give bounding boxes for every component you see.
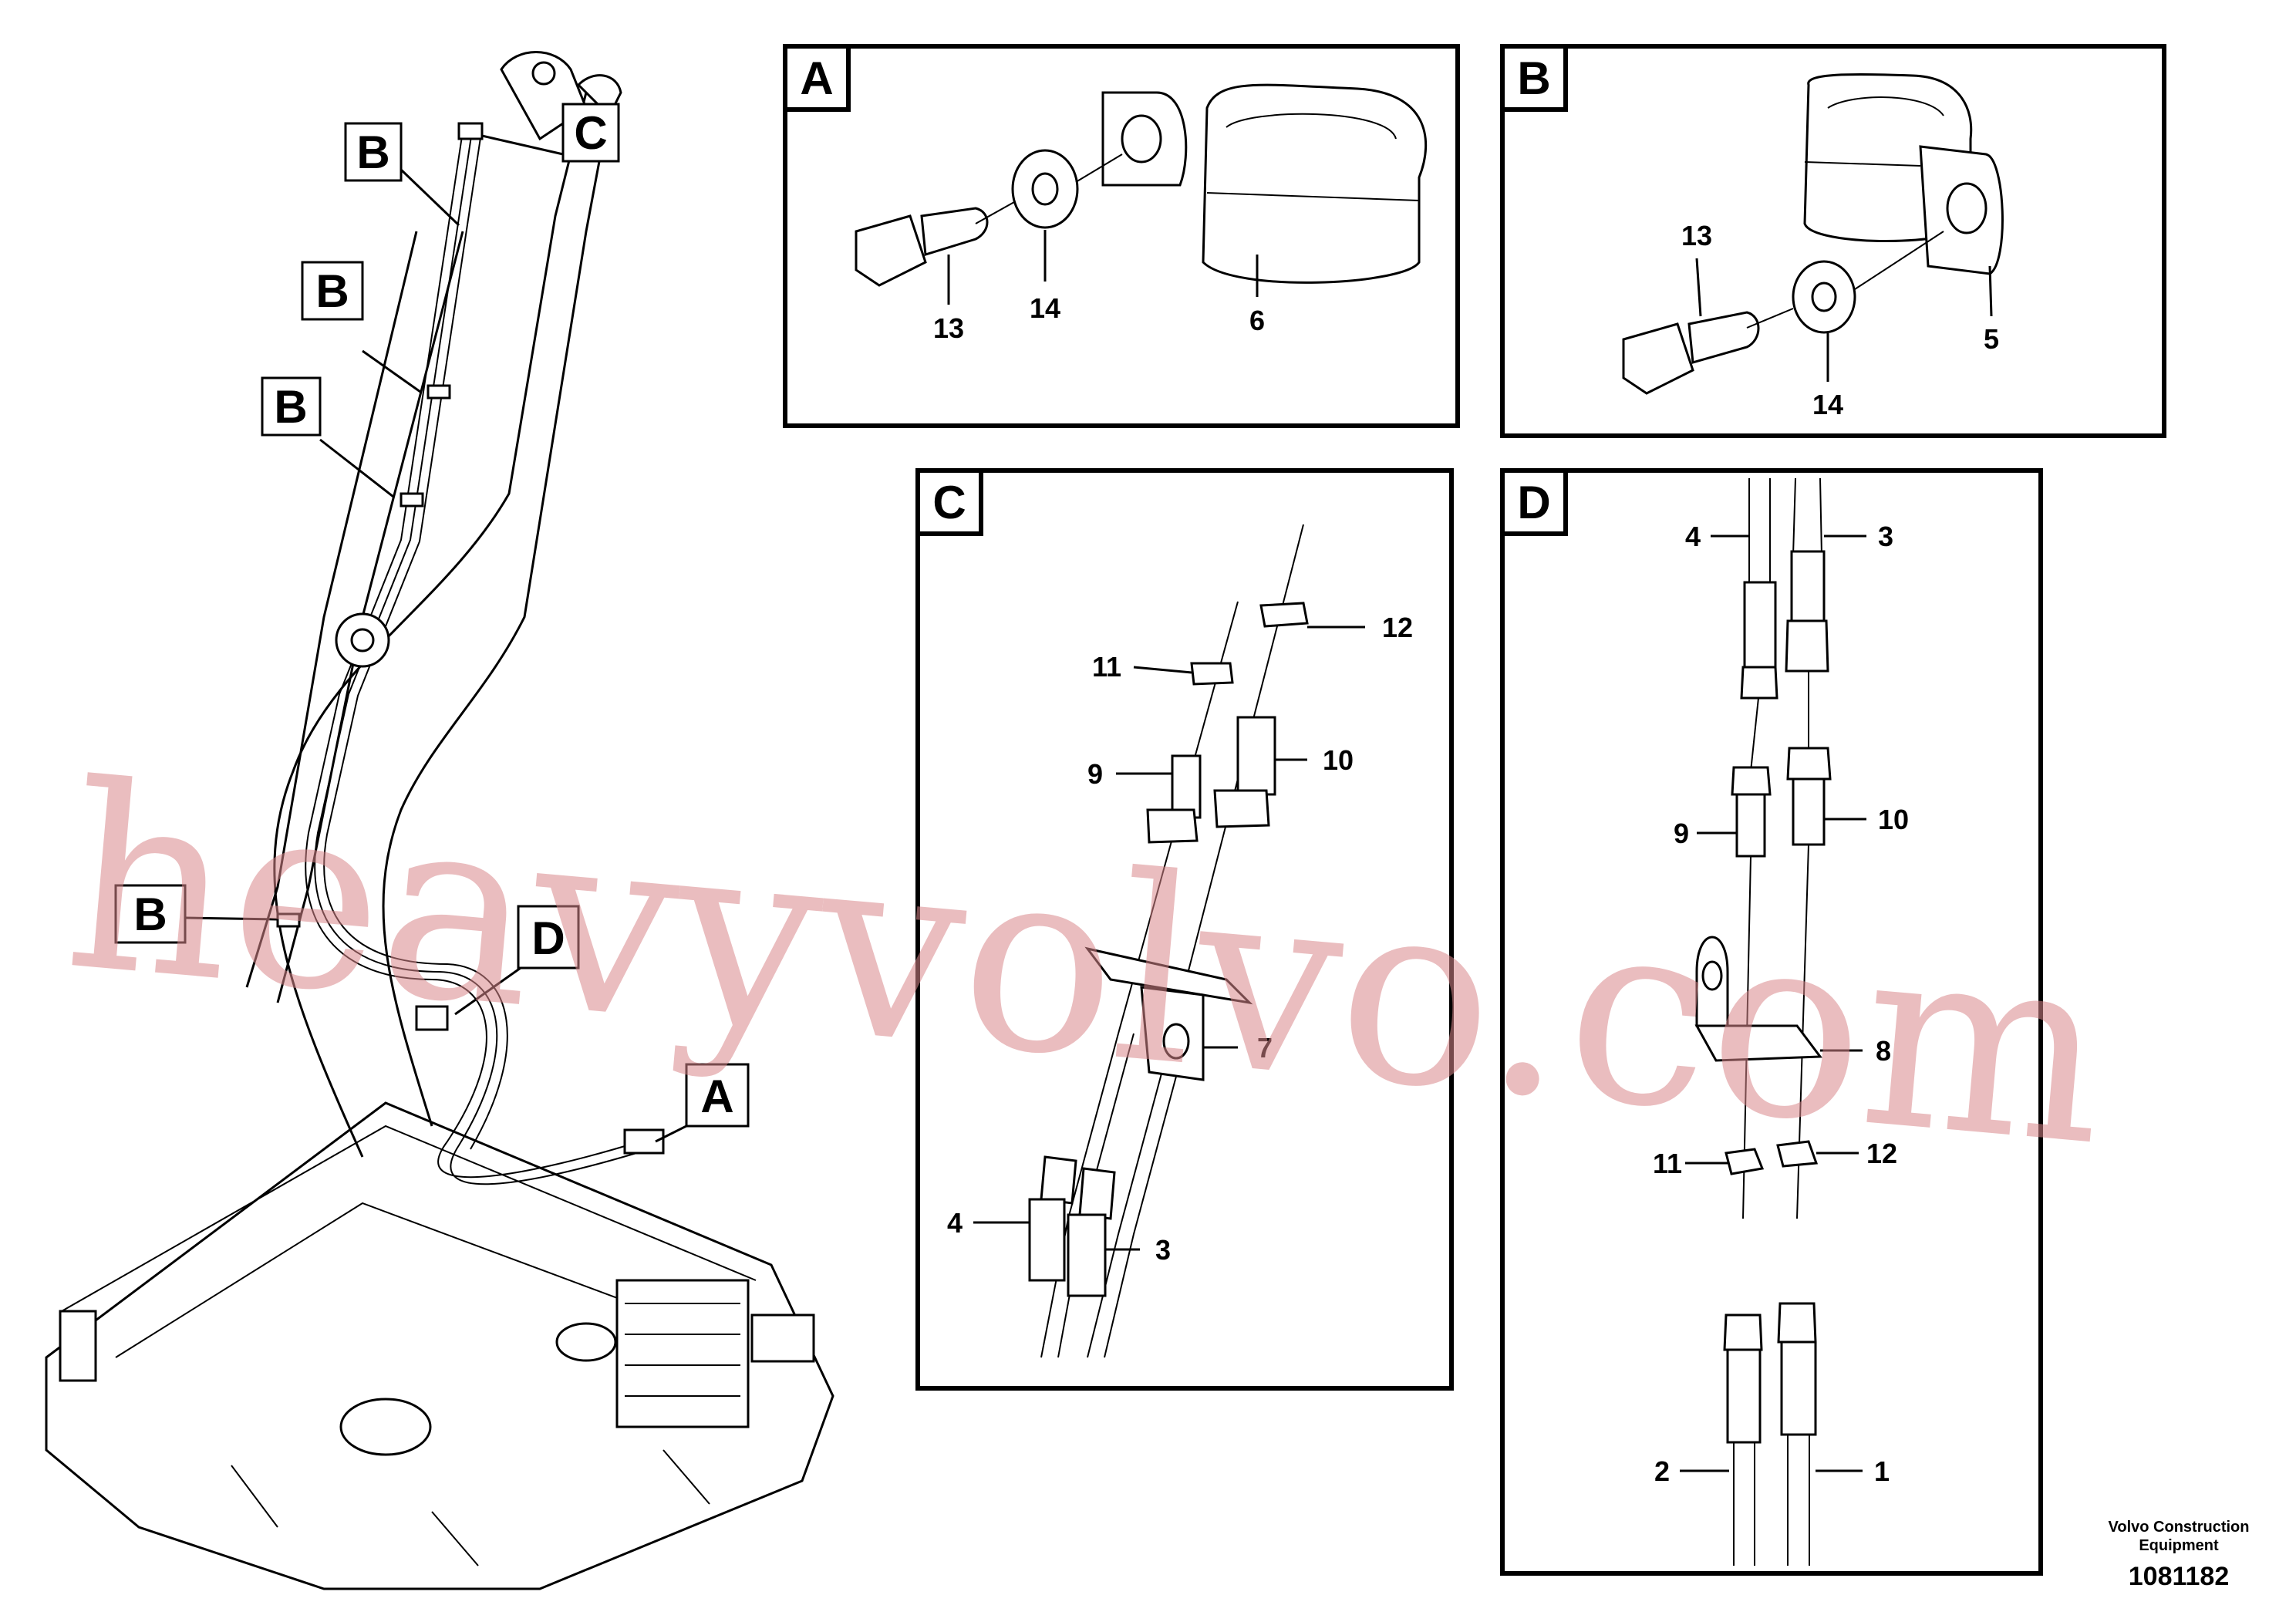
svg-text:9: 9 [1674, 818, 1689, 849]
svg-text:14: 14 [1812, 389, 1843, 420]
detail-panel-a: A 13 14 6 [783, 44, 1460, 428]
svg-text:9: 9 [1087, 758, 1103, 790]
detail-panel-b: B 13 14 5 [1500, 44, 2166, 438]
svg-text:10: 10 [1323, 744, 1354, 776]
svg-text:A: A [800, 52, 833, 104]
svg-text:12: 12 [1382, 612, 1413, 643]
company-line-2: Equipment [2139, 1537, 2219, 1554]
svg-text:6: 6 [1249, 305, 1265, 336]
svg-text:B: B [315, 265, 349, 317]
svg-text:5: 5 [1984, 323, 1999, 355]
svg-text:B: B [356, 126, 389, 178]
svg-text:1: 1 [1874, 1455, 1890, 1487]
leader-C [481, 134, 564, 156]
leader-A [655, 1125, 687, 1143]
svg-text:8: 8 [1876, 1035, 1891, 1067]
svg-text:2: 2 [1654, 1455, 1670, 1487]
detail-panel-c: C 12 11 10 9 7 [915, 468, 1454, 1391]
overview-label-B3: B [261, 376, 322, 437]
overview-label-D: D [517, 905, 580, 969]
svg-text:A: A [700, 1071, 733, 1122]
svg-text:10: 10 [1878, 804, 1909, 835]
leader-B4 [184, 916, 278, 921]
svg-text:B: B [1517, 52, 1550, 104]
overview-label-B1: B [344, 122, 403, 182]
svg-text:4: 4 [947, 1207, 963, 1239]
svg-text:13: 13 [933, 312, 964, 344]
svg-text:7: 7 [1257, 1032, 1273, 1064]
svg-text:C: C [932, 477, 966, 528]
leader-D [454, 966, 521, 1016]
svg-text:11: 11 [1092, 651, 1121, 683]
svg-text:D: D [531, 912, 565, 964]
company-name: Volvo Construction Equipment [2082, 1518, 2275, 1555]
svg-text:11: 11 [1653, 1148, 1682, 1179]
svg-text:D: D [1517, 477, 1550, 528]
svg-text:B: B [133, 889, 167, 940]
excavator-overview [45, 51, 834, 1590]
svg-text:4: 4 [1685, 521, 1701, 552]
svg-text:3: 3 [1878, 521, 1893, 552]
svg-text:13: 13 [1681, 220, 1712, 251]
svg-text:C: C [574, 107, 607, 159]
svg-text:12: 12 [1866, 1138, 1897, 1169]
leader-B3 [319, 438, 394, 498]
company-line-1: Volvo Construction [2108, 1519, 2250, 1536]
svg-text:B: B [274, 381, 307, 433]
overview-label-C: C [561, 103, 620, 163]
svg-text:3: 3 [1155, 1234, 1171, 1266]
detail-panel-d: D 4 [1500, 468, 2043, 1576]
overview-label-B2: B [301, 261, 364, 321]
leader-B1 [400, 168, 460, 227]
drawing-number: 1081182 [2128, 1562, 2230, 1591]
svg-text:14: 14 [1030, 292, 1060, 324]
overview-label-B4: B [114, 884, 187, 944]
overview-label-A: A [685, 1063, 750, 1128]
leader-B2 [362, 349, 421, 393]
